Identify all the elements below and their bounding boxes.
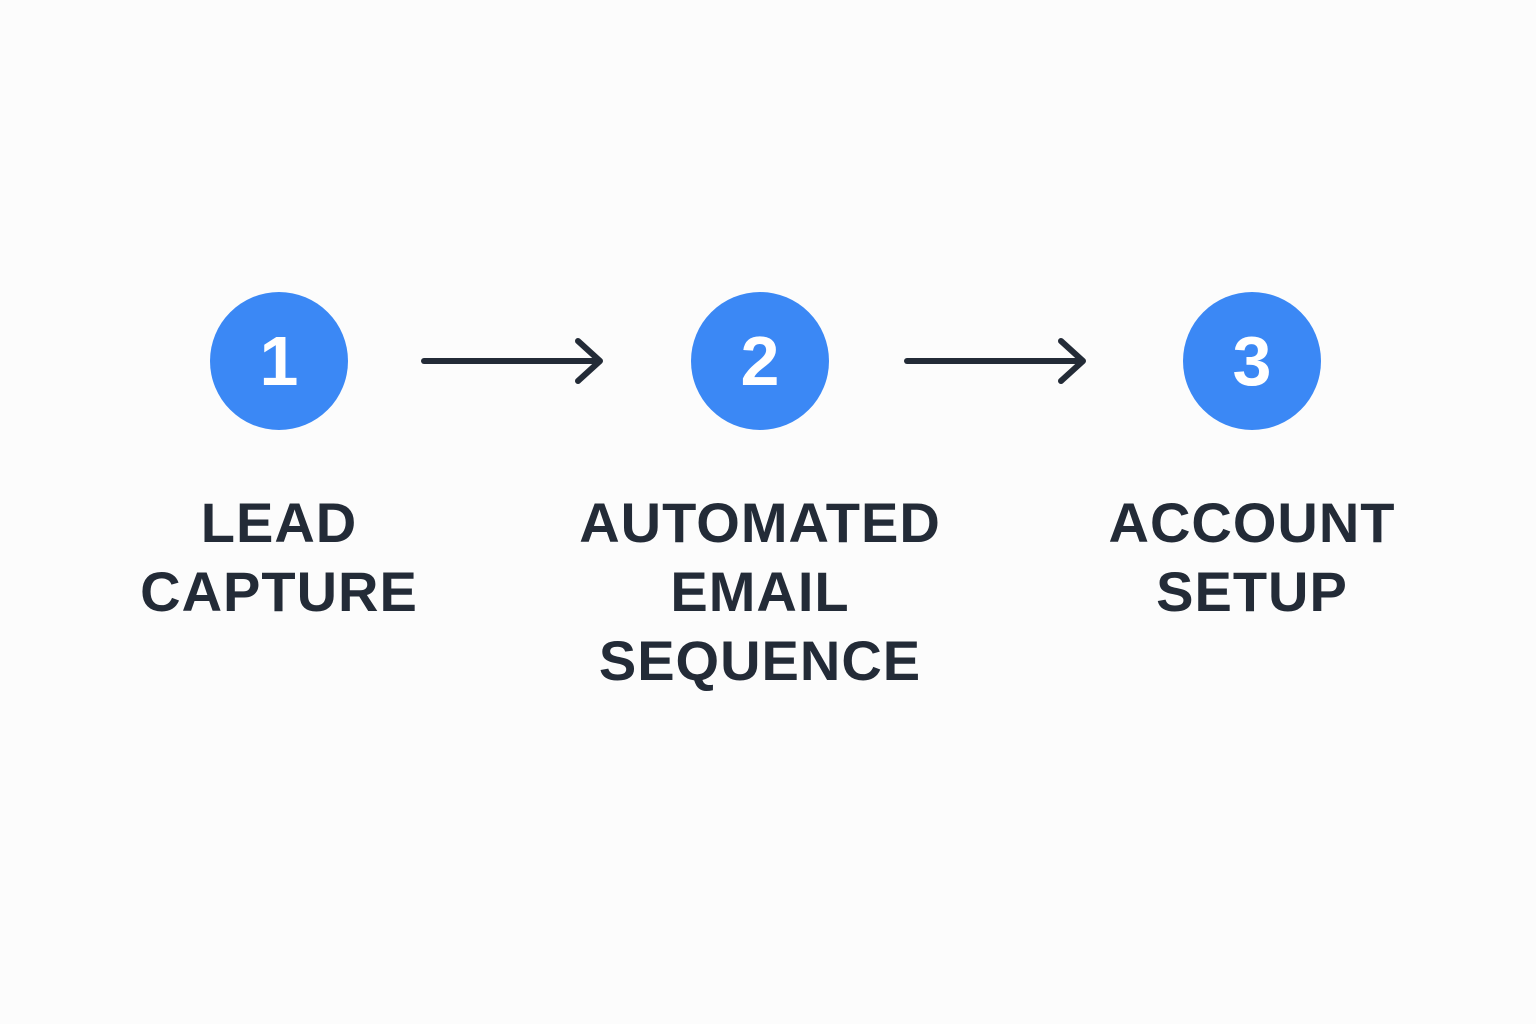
- right-arrow-icon: [421, 338, 603, 384]
- step-label-line: SETUP: [1156, 560, 1348, 623]
- step-lead-capture: 1 LEAD CAPTURE: [89, 292, 469, 626]
- right-arrow-icon: [904, 338, 1086, 384]
- step-label-line: ACCOUNT: [1108, 491, 1396, 554]
- step-label-line: EMAIL: [670, 560, 850, 623]
- step-label-line: LEAD: [200, 491, 358, 554]
- step-label: ACCOUNT SETUP: [1109, 488, 1396, 626]
- step-label-line: AUTOMATED: [579, 491, 941, 554]
- step-number: 1: [259, 322, 299, 400]
- step-label-line: CAPTURE: [140, 560, 418, 623]
- step-number-badge: 2: [691, 292, 829, 430]
- step-number-badge: 1: [210, 292, 348, 430]
- step-number-badge: 3: [1183, 292, 1321, 430]
- step-number: 3: [1232, 322, 1272, 400]
- step-label: AUTOMATED EMAIL SEQUENCE: [579, 488, 941, 695]
- step-label: LEAD CAPTURE: [140, 488, 418, 626]
- step-label-line: SEQUENCE: [598, 629, 922, 692]
- step-account-setup: 3 ACCOUNT SETUP: [1062, 292, 1442, 626]
- step-automated-email-sequence: 2 AUTOMATED EMAIL SEQUENCE: [570, 292, 950, 695]
- step-number: 2: [740, 322, 780, 400]
